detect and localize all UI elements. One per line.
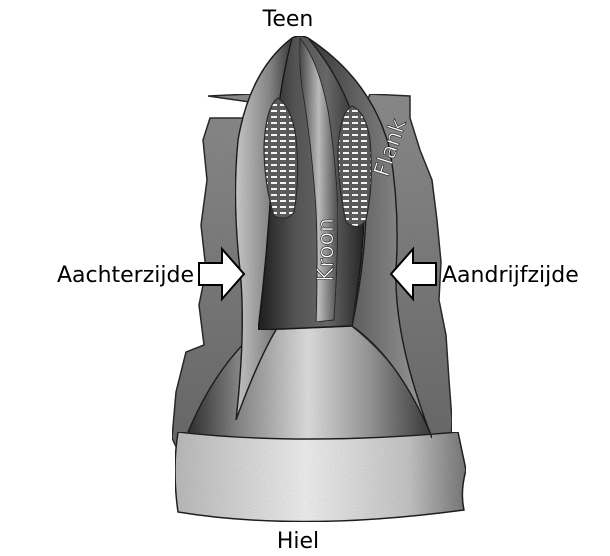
toe-label: Teen	[262, 7, 314, 32]
heel-label: Hiel	[277, 529, 319, 554]
contact-pattern-right	[338, 106, 371, 227]
coast-side-label: Aachterzijde	[57, 263, 194, 288]
heel-band	[175, 432, 466, 522]
drive-side-label: Aandrijfzijde	[442, 263, 579, 288]
crown-label: Kroon	[314, 218, 339, 282]
